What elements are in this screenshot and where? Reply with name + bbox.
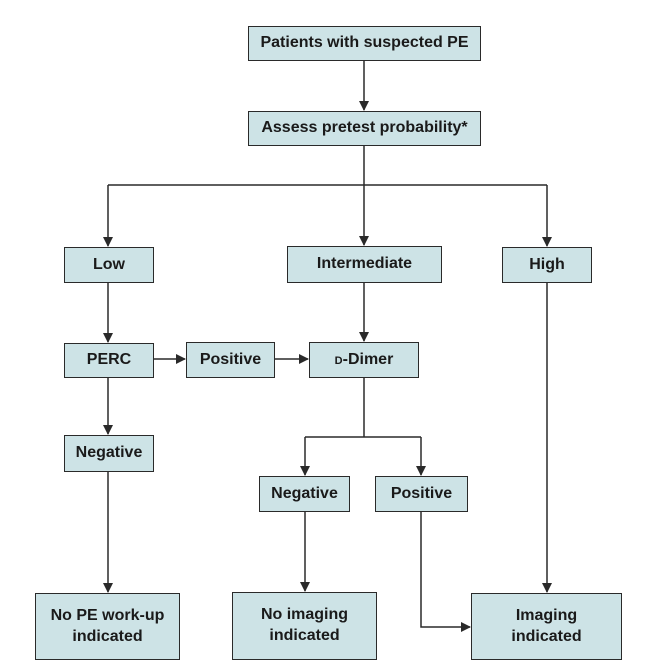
node-intermediate: Intermediate [287, 246, 442, 283]
arrow-positive-to-imaging [420, 512, 471, 632]
d-dimer-prefix: d [334, 350, 343, 368]
node-ddimer-negative-label: Negative [271, 484, 338, 502]
node-imaging-indicated: Imaging indicated [471, 593, 622, 660]
node-ddimer-positive-label: Positive [390, 484, 453, 502]
node-intermediate-label: Intermediate [316, 255, 413, 273]
node-perc-positive: Positive [186, 342, 275, 378]
node-ddimer-positive: Positive [375, 476, 468, 512]
node-low-label: Low [93, 255, 125, 273]
d-dimer-suffix: -Dimer [342, 350, 394, 368]
node-d-dimer-label: d-Dimer [335, 350, 394, 371]
node-perc-negative-label: Negative [75, 444, 143, 462]
node-perc-label: PERC [86, 351, 132, 369]
node-no-pe-workup-label: No PE work-up indicated [50, 606, 165, 645]
node-perc-positive-label: Positive [199, 350, 262, 368]
node-no-imaging: No imaging indicated [232, 592, 377, 660]
node-no-imaging-label: No imaging indicated [260, 606, 349, 644]
node-no-pe-workup: No PE work-up indicated [35, 593, 180, 660]
node-perc: PERC [64, 343, 154, 378]
node-high: High [502, 247, 592, 283]
node-imaging-label: Imaging indicated [511, 606, 582, 645]
node-suspected-pe-label: Patients with suspected PE [260, 34, 469, 52]
node-ddimer-negative: Negative [259, 476, 350, 512]
node-assess-pretest-probability: Assess pretest probability* [248, 111, 481, 146]
node-suspected-pe: Patients with suspected PE [248, 26, 481, 61]
node-low: Low [64, 247, 154, 283]
node-high-label: High [529, 255, 565, 273]
node-d-dimer: d-Dimer [309, 342, 419, 378]
node-perc-negative: Negative [64, 435, 154, 472]
node-assess-label: Assess pretest probability* [261, 119, 468, 137]
